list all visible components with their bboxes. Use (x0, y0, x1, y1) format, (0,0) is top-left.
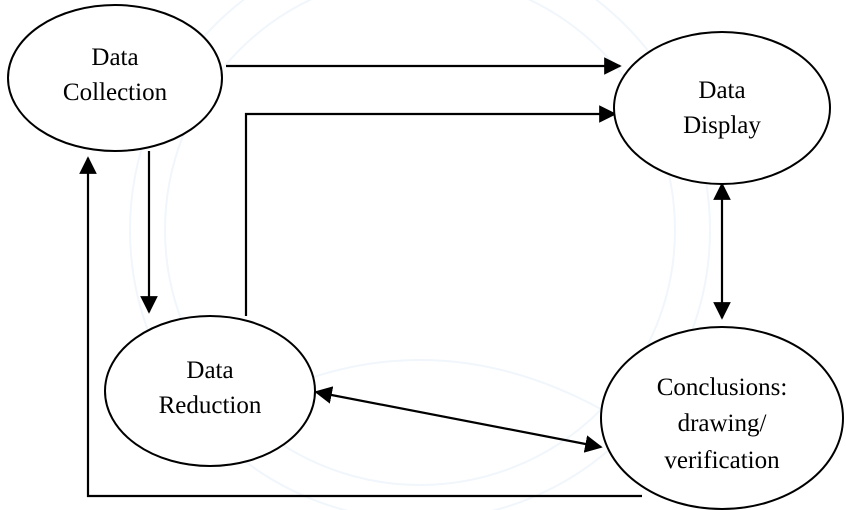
node-conclusions-line-2: drawing/ (678, 410, 767, 437)
edges (79, 57, 731, 498)
node-data-display-line-1: Data (698, 77, 745, 104)
node-data-collection-ellipse (7, 4, 223, 152)
node-conclusions-line-1: Conclusions: (657, 374, 788, 401)
node-data-collection-line-2: Collection (63, 79, 168, 106)
edge-reduction-conclusions (314, 386, 603, 453)
node-conclusions-ellipse (600, 326, 844, 510)
edge-conclusions-to-collection (79, 156, 642, 498)
node-data-display: Data Display (613, 31, 831, 185)
node-data-display-ellipse (613, 31, 831, 185)
node-data-reduction: Data Reduction (104, 315, 316, 467)
edge-reduction-to-display (244, 105, 617, 316)
node-data-collection: Data Collection (7, 4, 223, 152)
node-data-collection-line-1: Data (91, 44, 138, 71)
node-data-reduction-line-2: Reduction (159, 392, 262, 419)
node-conclusions: Conclusions: drawing/ verification (600, 326, 844, 510)
node-data-display-line-2: Display (683, 112, 761, 139)
node-conclusions-line-3: verification (664, 447, 780, 474)
node-data-reduction-ellipse (104, 315, 316, 467)
node-data-reduction-line-1: Data (186, 357, 233, 384)
